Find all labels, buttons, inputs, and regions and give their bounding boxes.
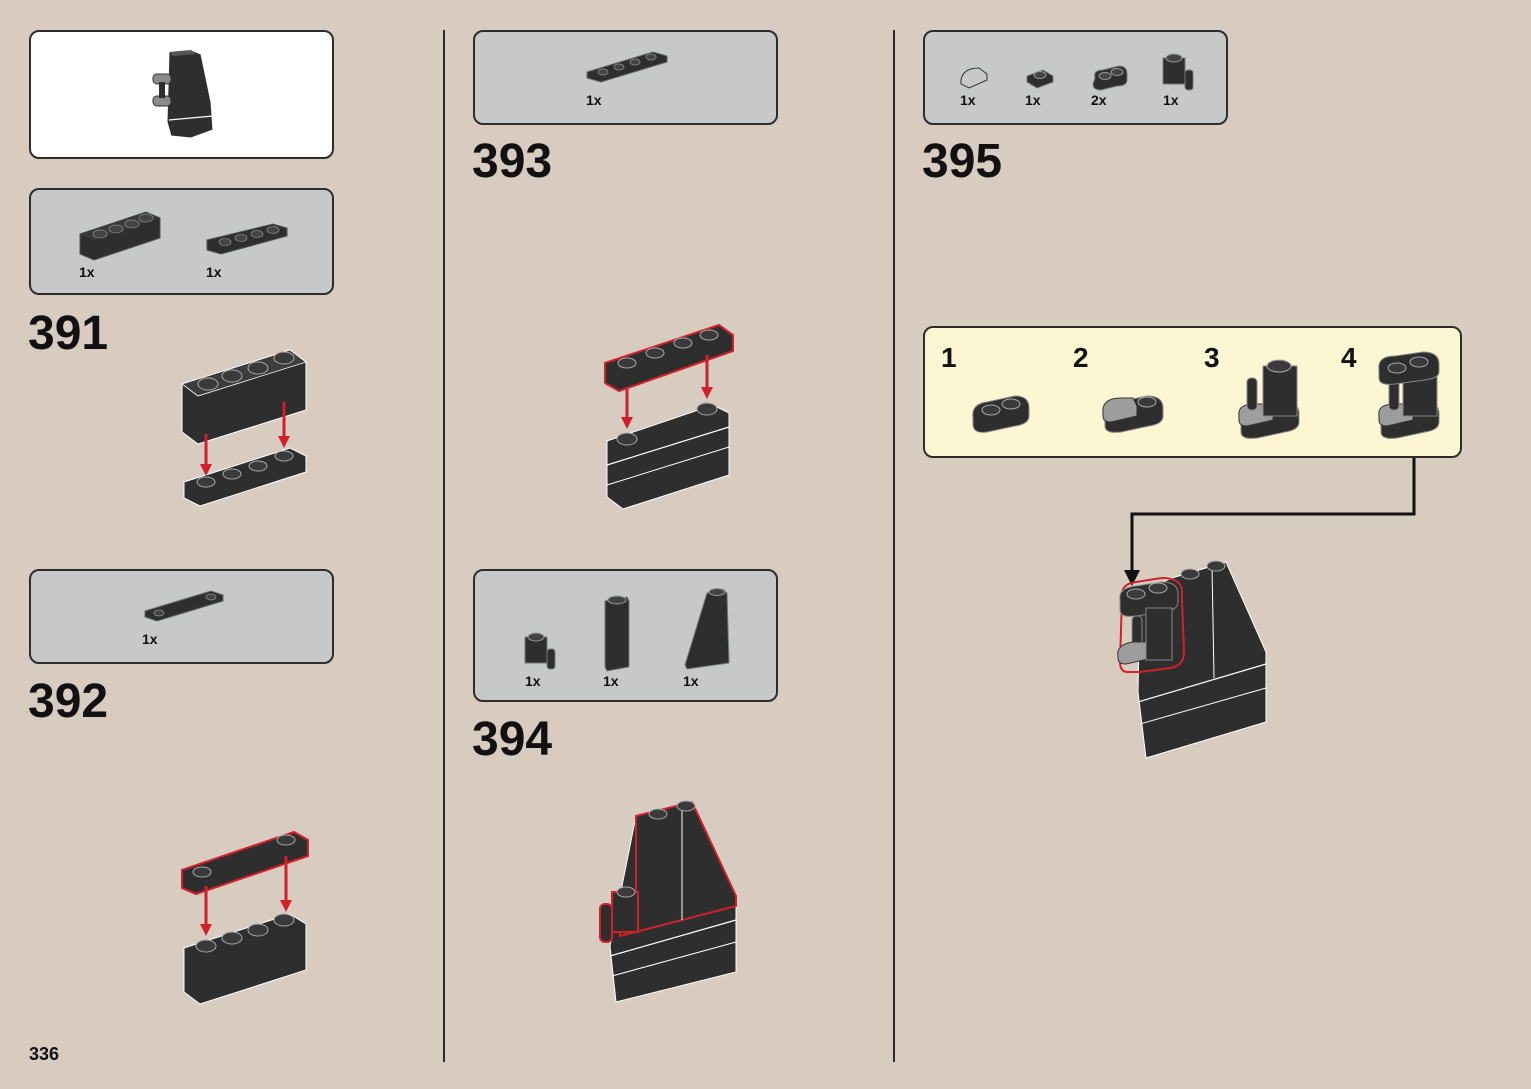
step-392-part-1-qty: 1x [142, 631, 158, 647]
plate-1x1-dark-icon [1026, 69, 1054, 89]
brick-1x4-dark-icon [79, 211, 161, 261]
step-391-parts-panel: 1x 1x [29, 188, 334, 295]
step-395-subassembly-panel: 1 2 3 4 [923, 326, 1462, 458]
step-395-part-3-qty: 2x [1091, 92, 1107, 108]
step-392-parts-panel: 1x [29, 569, 334, 664]
substep-4-icon [1378, 351, 1440, 439]
step-394-illustration [599, 800, 737, 1003]
plate-1x2-rounded-dark-icon [1092, 65, 1128, 91]
tile-round-light-gray-icon [960, 67, 988, 89]
step-394-parts-panel: 1x 1x 1x [473, 569, 778, 702]
step-395-part-2-qty: 1x [1025, 92, 1041, 108]
step-394-number: 394 [472, 713, 553, 766]
slope-1x2x3-dark-icon [684, 588, 730, 670]
brick-1x1-clip-dark-icon [1162, 53, 1194, 91]
tile-1x4-dark-icon [144, 590, 224, 622]
step-393-parts-panel: 1x [473, 30, 778, 125]
step-395-part-4-qty: 1x [1163, 92, 1179, 108]
step-392-illustration [181, 830, 309, 1005]
plate-1x4-dark-icon [206, 223, 288, 255]
column-divider-right [893, 30, 895, 1062]
step-395-number: 395 [922, 135, 1003, 188]
column-divider-left [443, 30, 445, 1062]
substep-3-icon [1238, 359, 1300, 439]
step-391-part-2-qty: 1x [206, 264, 222, 280]
step-395-parts-panel: 1x 1x 2x 1x [923, 30, 1228, 125]
step-394-part-3-qty: 1x [683, 673, 699, 689]
substep-3-number: 3 [1204, 342, 1220, 373]
step-394-part-2-qty: 1x [603, 673, 619, 689]
subassembly-connector-arrow [1124, 458, 1416, 586]
step-393-illustration [604, 323, 734, 510]
substep-1-icon [972, 395, 1030, 433]
substep-2-number: 2 [1073, 342, 1089, 373]
brick-1x1-clip-dark-icon [524, 632, 556, 670]
step-394-part-1-qty: 1x [525, 673, 541, 689]
plate-1x4-dark-icon [586, 51, 668, 83]
step-392-number: 392 [28, 675, 109, 728]
step-391-part-1-qty: 1x [79, 264, 95, 280]
step-391-illustration [181, 349, 307, 507]
page-number: 336 [29, 1044, 60, 1064]
assembly-preview-icon [152, 49, 214, 139]
step-391-number: 391 [28, 307, 109, 360]
step-393-number: 393 [472, 135, 553, 188]
substep-4-number: 4 [1341, 342, 1357, 373]
brick-1x1x3-dark-icon [604, 595, 630, 672]
substep-2-icon [1102, 395, 1164, 433]
step-393-part-1-qty: 1x [586, 92, 602, 108]
assembly-preview-panel [29, 30, 334, 159]
step-395-illustration [1117, 560, 1267, 759]
substep-1-number: 1 [941, 342, 957, 373]
step-395-part-1-qty: 1x [960, 92, 976, 108]
